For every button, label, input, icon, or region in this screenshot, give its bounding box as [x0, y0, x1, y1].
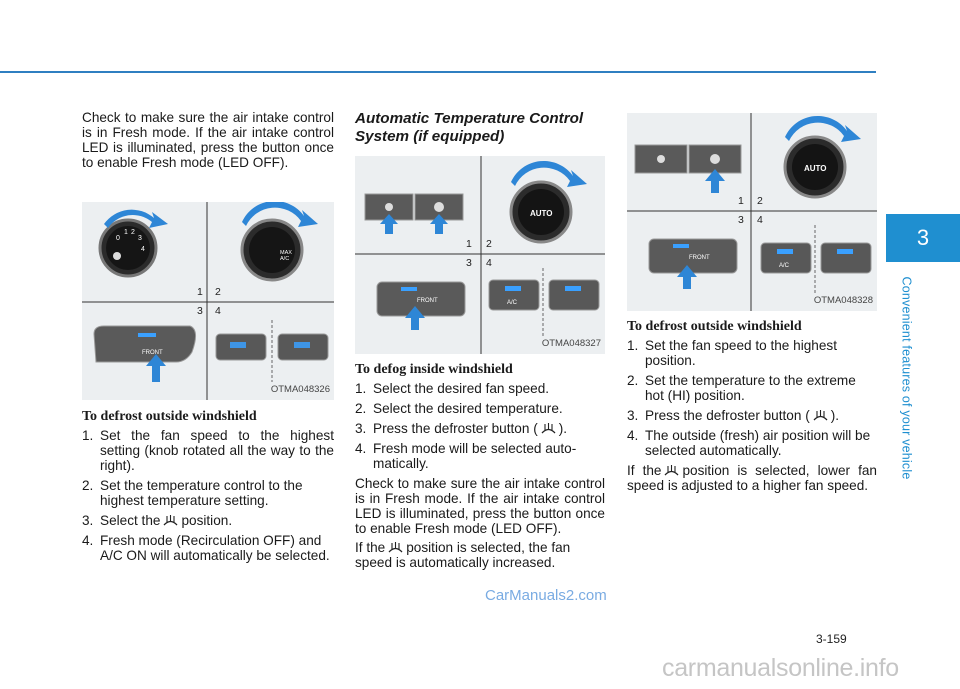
list-item: 3.Press the defroster button ().: [355, 421, 568, 436]
right-column: AUTO 1 2 3 4 FRONT A/C OTMA048328 To def…: [627, 113, 877, 497]
panel-number-1: 1: [466, 238, 472, 250]
section-heading: To defrost outside windshield: [627, 319, 802, 334]
knob-mark-4: 4: [141, 246, 145, 253]
press-arrow-icon: [380, 214, 398, 234]
steps-list: 1.Set the fan speed to the highest setti…: [82, 428, 334, 563]
panel-number-4: 4: [486, 257, 492, 269]
press-arrow-icon: [705, 169, 725, 193]
ac-label: A/C: [779, 263, 790, 269]
led-indicator: [138, 333, 156, 337]
steps-list: 1.Set the fan speed to the highest posit…: [627, 338, 877, 458]
fan-symbol-icon: [434, 202, 444, 212]
figure-automatic-defrost-svg: AUTO 1 2 3 4 FRONT A/C: [627, 113, 877, 311]
list-item: 2.Select the desired temperature.: [355, 401, 563, 416]
ac-button[interactable]: [488, 279, 540, 311]
auto-label: AUTO: [530, 209, 553, 218]
rotate-arrow-icon: [242, 202, 318, 227]
header-rule: [0, 71, 876, 73]
defrost-icon: [813, 410, 828, 421]
steps-list: 1.Select the desired fan speed. 2.Select…: [355, 381, 605, 471]
panel-number-4: 4: [215, 305, 221, 317]
fan-symbol-icon: [385, 203, 393, 211]
list-item: 4.The outside (fresh) air position will …: [627, 428, 871, 458]
intro-paragraph: Check to make sure the air intake contro…: [82, 110, 334, 170]
watermark: CarManuals2.com: [485, 587, 607, 604]
rotate-arrow-icon: [104, 209, 168, 228]
knob-mark-0: 0: [116, 235, 120, 242]
chapter-title-text: Convenient features of your vehicle: [899, 276, 914, 480]
ac-button[interactable]: [760, 242, 812, 274]
footer-site: carmanualsonline.info: [662, 654, 899, 682]
knob-ac-label: A/C: [280, 256, 289, 262]
rotate-arrow-icon: [511, 160, 587, 187]
fan-symbol-icon: [710, 154, 720, 164]
defrost-icon: [163, 515, 178, 526]
figure-automatic-defrost: AUTO 1 2 3 4 FRONT A/C OTMA048328: [627, 113, 877, 311]
press-arrow-icon: [677, 265, 697, 289]
list-item: 1.Set the fan speed to the highest setti…: [82, 428, 334, 473]
chapter-number-tab: 3: [886, 214, 960, 262]
list-item: 4.Fresh mode will be selected auto- mati…: [355, 441, 577, 471]
panel-number-2: 2: [757, 195, 763, 207]
defrost-icon: [388, 542, 403, 553]
list-item: 4.Fresh mode (Recirculation OFF) and A/C…: [82, 533, 330, 563]
knob-max-label: MAX: [280, 250, 292, 256]
press-arrow-icon: [146, 354, 166, 382]
fan-symbol-icon: [113, 252, 121, 260]
figure-automatic-climate: AUTO 1 2 3 4 FRONT A/C OTMA048327: [355, 156, 605, 354]
figure-manual-climate-svg: 0 1 2 3 4 MAX A/C 1 2 3 4 FRONT: [82, 202, 334, 400]
figure-code: OTMA048327: [541, 338, 601, 349]
list-item: 2.Set the temperature to the extreme hot…: [627, 373, 856, 403]
figure-code: OTMA048328: [813, 295, 873, 306]
front-label: FRONT: [689, 255, 710, 261]
front-label: FRONT: [142, 350, 163, 356]
fan-symbol-icon: [657, 155, 665, 163]
section-title-line1: Automatic Temperature Control: [355, 110, 584, 127]
panel-number-1: 1: [197, 286, 203, 298]
section-heading: To defrost outside windshield: [82, 409, 257, 424]
section-heading: To defog inside windshield: [355, 362, 513, 377]
panel-number-3: 3: [738, 214, 744, 226]
list-item: 3.Press the defroster button ().: [627, 408, 840, 423]
panel-number-4: 4: [757, 214, 763, 226]
section-title: Automatic Temperature Control System (if…: [355, 110, 605, 146]
list-item: 2.Set the temperature control to the hig…: [82, 478, 303, 508]
defrost-icon: [664, 465, 679, 476]
section-title-line2: System (if equipped): [355, 128, 505, 145]
recirculation-button[interactable]: [820, 242, 872, 274]
press-arrow-icon: [405, 306, 425, 330]
left-column: Check to make sure the air intake contro…: [82, 110, 334, 568]
knob-mark-3: 3: [138, 235, 142, 242]
recirculation-button[interactable]: [548, 279, 600, 311]
press-arrow-icon: [430, 214, 448, 234]
ac-label: A/C: [507, 300, 518, 306]
front-defrost-button[interactable]: [93, 325, 196, 363]
list-item: 1.Set the fan speed to the highest posit…: [627, 338, 837, 368]
rotate-arrow-icon: [785, 115, 861, 142]
chapter-title: Convenient features of your vehicle: [876, 262, 936, 494]
figure-code: OTMA048326: [270, 384, 330, 395]
figure-automatic-climate-svg: AUTO 1 2 3 4 FRONT A/C: [355, 156, 605, 354]
middle-column: Automatic Temperature Control System (if…: [355, 110, 605, 574]
defrost-icon: [541, 423, 556, 434]
panel-number-3: 3: [466, 257, 472, 269]
body-paragraph: Check to make sure the air intake contro…: [355, 476, 605, 536]
panel-number-2: 2: [215, 286, 221, 298]
panel-number-2: 2: [486, 238, 492, 250]
auto-label: AUTO: [804, 164, 827, 173]
chapter-number: 3: [916, 225, 930, 250]
figure-manual-climate: 0 1 2 3 4 MAX A/C 1 2 3 4 FRONT: [82, 202, 334, 400]
knob-mark-1: 1: [124, 229, 128, 236]
list-item: 1.Select the desired fan speed.: [355, 381, 550, 396]
knob-mark-2: 2: [131, 229, 135, 236]
page-number: 3-159: [816, 632, 847, 646]
panel-number-3: 3: [197, 305, 203, 317]
panel-number-1: 1: [738, 195, 744, 207]
front-label: FRONT: [417, 298, 438, 304]
